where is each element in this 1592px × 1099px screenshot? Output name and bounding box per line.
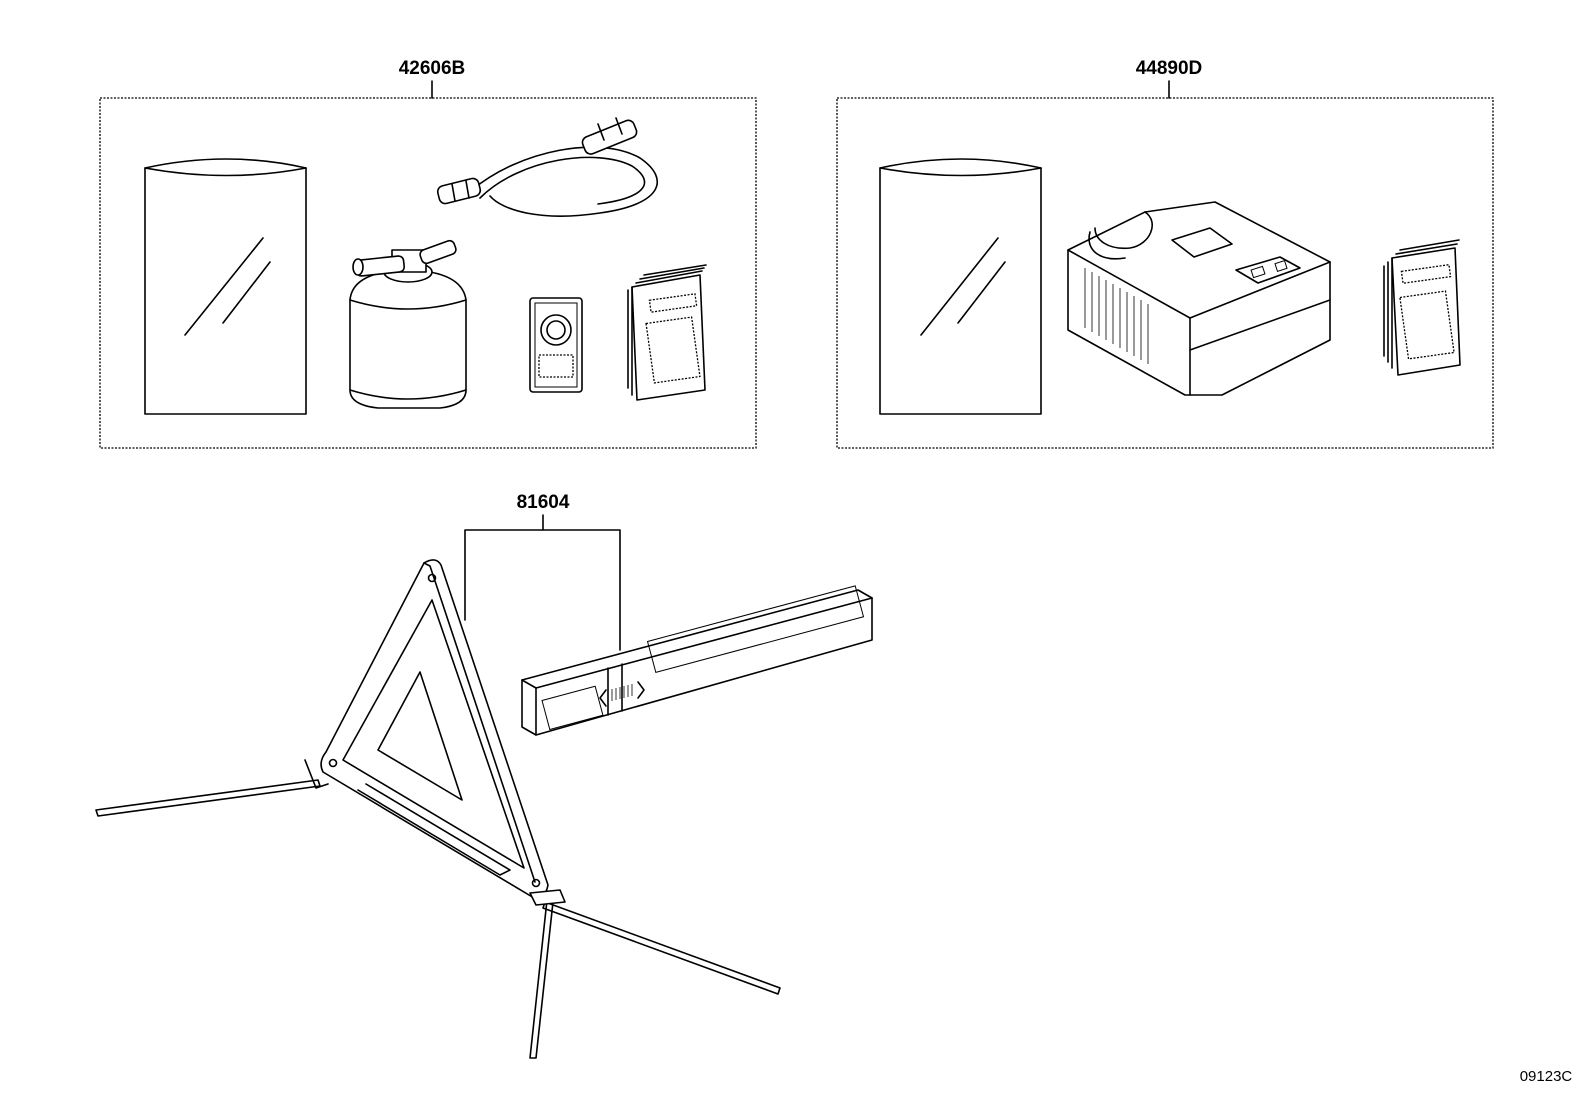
air-compressor-icon: [1067, 201, 1331, 396]
hose-icon: [436, 117, 658, 217]
group-42606B: 42606B: [99, 58, 757, 449]
group-81604: 81604: [95, 492, 873, 1059]
part-number-label[interactable]: 81604: [517, 492, 570, 513]
sticker-icon: [529, 297, 583, 393]
manual-icon: [1383, 239, 1461, 376]
part-number-label[interactable]: 44890D: [1136, 58, 1203, 79]
bag-icon: [879, 158, 1042, 415]
group-frame: [99, 97, 757, 449]
sealant-bottle-icon: [349, 239, 467, 409]
group-44890D: 44890D: [836, 58, 1494, 449]
leader-line: [464, 514, 621, 651]
triangle-case-icon: [521, 585, 873, 736]
group-frame: [836, 97, 1494, 449]
manual-icon: [627, 264, 707, 401]
bag-icon: [144, 158, 307, 415]
warning-triangle-icon: [95, 559, 781, 1059]
figure-code: 09123C: [1520, 1068, 1573, 1085]
part-number-label[interactable]: 42606B: [399, 58, 466, 79]
